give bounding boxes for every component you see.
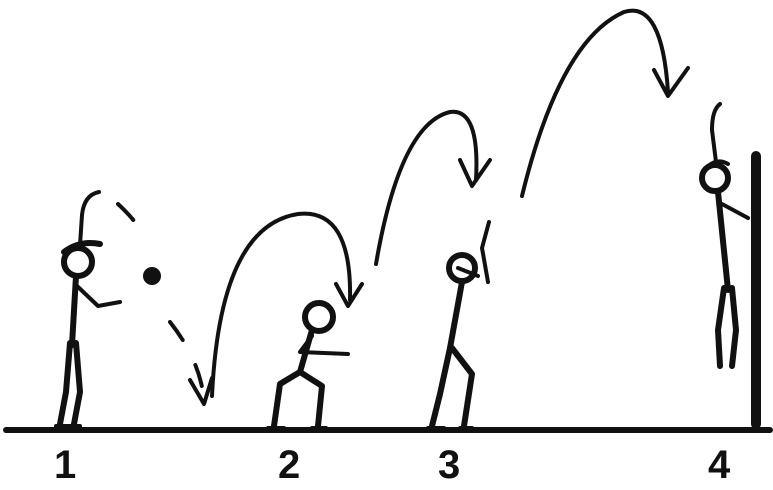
figure-4-leg-left [718, 288, 724, 366]
figure-1-raised-arm [80, 192, 99, 245]
figure-1-arm [76, 285, 120, 306]
figure-1-leg-left [60, 343, 70, 424]
arc-2-to-3 [376, 112, 476, 264]
step-label-4: 4 [708, 443, 731, 487]
figure-4-leg-right [732, 288, 736, 366]
step-label-2: 2 [278, 443, 300, 487]
step-label-1: 1 [54, 443, 76, 487]
figure-3-leg-left [432, 348, 450, 426]
figure-2 [268, 303, 348, 428]
figure-3 [428, 222, 489, 428]
step-label-3: 3 [438, 443, 460, 487]
figure-3-raised-arm [482, 222, 489, 282]
figure-4 [702, 104, 748, 366]
figure-3-leg-right [452, 348, 472, 426]
figure-4-arm [722, 204, 748, 218]
figure-1-leg-right [74, 343, 80, 424]
figure-2-leg-right [300, 372, 322, 426]
figure-4-head [702, 165, 728, 191]
figure-4-raised-arm [712, 104, 720, 162]
figure-3-torso [450, 282, 462, 348]
figure-2-leg-left [274, 372, 300, 426]
arc-3-to-4 [522, 11, 668, 196]
ball [143, 267, 161, 285]
figure-2-head [305, 303, 333, 331]
ball-toss-trajectory [118, 204, 204, 400]
figure-1 [56, 192, 120, 426]
arc-3-to-4-arrowhead [654, 68, 688, 96]
